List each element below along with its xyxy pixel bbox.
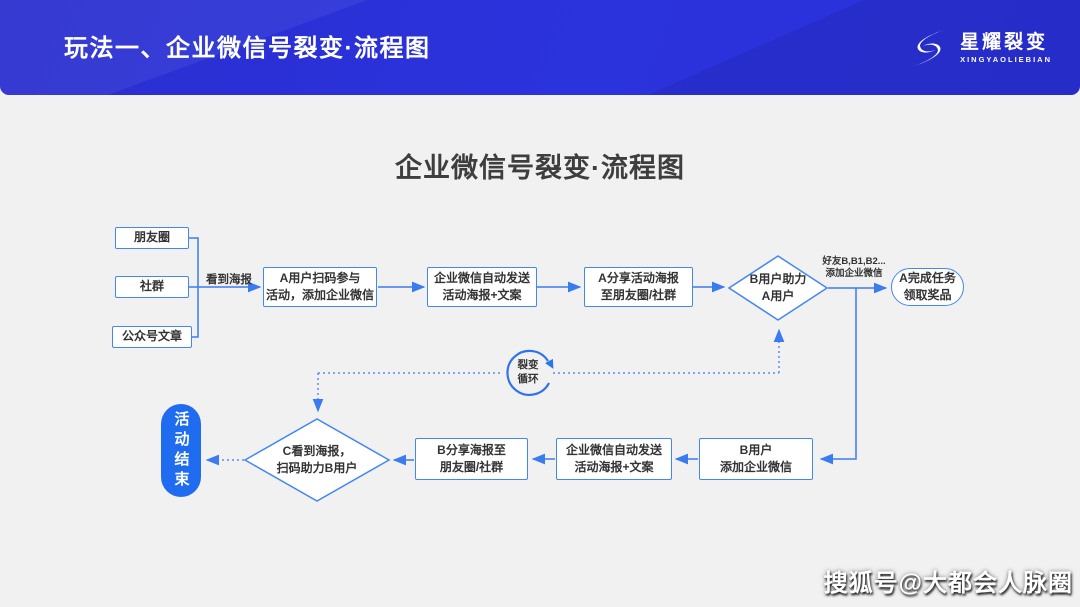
flow-node-official-article: 公众号文章 [112,326,192,348]
swirl-logo-icon [911,29,948,67]
flow-node-c-assist-label: C看到海报， 扫码助力B用户 [276,444,358,476]
flow-node-community: 社群 [115,276,189,298]
flow-node-end: 活动结束 [161,404,201,497]
brand-name: 星耀裂变 [960,31,1049,53]
fission-cycle-label: 裂变 循环 [517,359,539,385]
brand-logo: 星耀裂变 XINGYAOLIEBIAN [907,19,1052,77]
flow-node-auto-send-top: 企业微信自动发送 活动海报+文案 [427,267,537,307]
flow-node-a-scan: A用户扫码参与 活动，添加企业微信 [263,267,377,307]
flow-node-b-assist-label: B用户助力 A用户 [749,272,807,304]
banner-title: 玩法一、企业微信号裂变·流程图 [64,35,431,62]
flow-node-b-share: B分享海报至 朋友圈/社群 [415,438,528,480]
flow-node-b-add: B用户 添加企业微信 [699,438,813,480]
brand-subtitle: XINGYAOLIEBIAN [960,54,1052,64]
header-banner: 玩法一、企业微信号裂变·流程图 星耀裂变 XINGYAOLIEBIAN [0,0,1080,95]
flow-node-auto-send-bottom: 企业微信自动发送 活动海报+文案 [556,438,672,480]
edge-label-friends-add: 好友B,B1,B2... 添加企业微信 [822,256,886,280]
flow-node-a-reward: A完成任务 领取奖品 [891,268,964,306]
edge-label-see-poster: 看到海报 [206,274,252,286]
flow-node-moments: 朋友圈 [115,227,189,249]
page-title: 企业微信号裂变·流程图 [395,153,685,183]
flow-node-a-share: A分享活动海报 至朋友圈/社群 [584,267,693,307]
sohu-watermark: 搜狐号@大都会人脉圈 [823,570,1073,597]
brand-logo-text: 星耀裂变 XINGYAOLIEBIAN [960,33,1052,64]
